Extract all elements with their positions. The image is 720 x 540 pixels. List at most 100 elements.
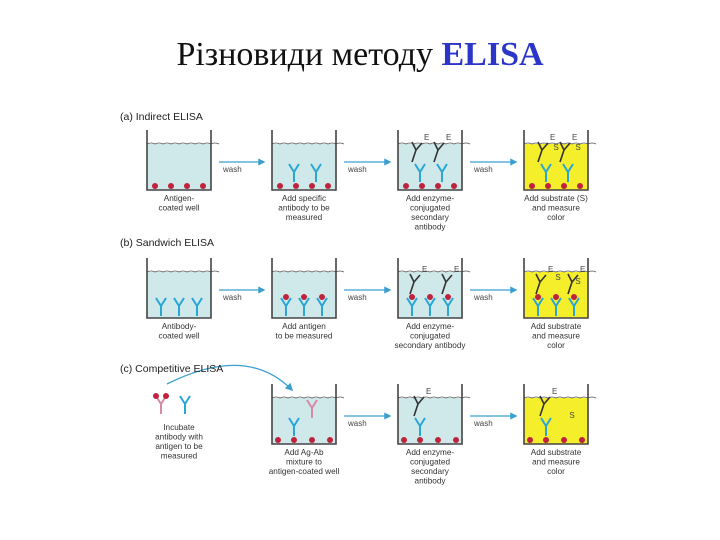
antigen-dot: [579, 437, 585, 443]
antibody: [532, 297, 544, 316]
step-caption: and measure: [532, 458, 580, 467]
antibody: [540, 163, 552, 182]
step-caption: Add specific: [282, 194, 326, 203]
antigen-dot: [571, 294, 577, 300]
step-caption: and measure: [532, 204, 580, 213]
antigen-dot: [152, 183, 158, 189]
well-wall: [146, 130, 212, 191]
enzyme-label: E: [572, 133, 577, 142]
step-caption: antigen to be: [155, 442, 203, 451]
antigen-dot: [553, 294, 559, 300]
step-caption: secondary antibody: [394, 341, 466, 350]
enzyme-label: E: [426, 387, 431, 396]
step-caption: color: [547, 341, 565, 350]
enzyme-conjugated-antibody: E: [539, 387, 557, 417]
title-text: Різновиди методу: [176, 36, 433, 73]
antibody: [310, 163, 322, 182]
wash-label: wash: [347, 419, 367, 428]
step-caption: antibody: [415, 477, 447, 486]
antibody: [306, 399, 318, 418]
antibody: [316, 297, 328, 316]
substrate-label: S: [555, 273, 560, 282]
antibody: [280, 297, 292, 316]
transfer-arrow: [166, 364, 294, 392]
title-accent: ELISA: [441, 36, 544, 73]
well-wall: [523, 130, 589, 191]
antibody: [424, 297, 436, 316]
antigen-dot: [291, 437, 297, 443]
antigen-dot: [168, 183, 174, 189]
enzyme-label: E: [550, 133, 555, 142]
well: [146, 130, 220, 191]
step-caption: antibody with: [155, 433, 203, 442]
antigen-dot: [409, 294, 415, 300]
well-wall: [523, 258, 589, 319]
step-caption: conjugated: [410, 332, 451, 341]
antigen-dot: [435, 437, 441, 443]
antibody: [288, 163, 300, 182]
antigen-dot: [545, 183, 551, 189]
antigen-dot: [543, 437, 549, 443]
antigen-dot: [277, 183, 283, 189]
antigen-dot: [200, 183, 206, 189]
well-liquid: [272, 144, 336, 190]
antigen-dot: [319, 294, 325, 300]
antibody: [191, 297, 203, 316]
antibody: [436, 163, 448, 182]
antigen-dot: [184, 183, 190, 189]
antibody: [568, 297, 580, 316]
step-caption: secondary: [411, 467, 450, 476]
wash-label: wash: [222, 165, 242, 174]
step-caption: coated well: [159, 332, 200, 341]
well: E: [397, 384, 471, 445]
step-caption: Add antigen: [282, 322, 326, 331]
antigen-dot: [451, 183, 457, 189]
antigen-dot: [275, 437, 281, 443]
well-wall: [397, 384, 463, 445]
antigen-dot: [561, 183, 567, 189]
antibody: [288, 417, 300, 436]
enzyme-conjugated-antibody: E: [567, 265, 585, 295]
antigen-dot: [163, 393, 169, 399]
enzyme-label: E: [446, 133, 451, 142]
step-caption: Add enzyme-: [406, 194, 455, 203]
liquid-surface: [271, 270, 345, 273]
liquid-surface: [146, 270, 220, 273]
well-liquid: [398, 144, 462, 190]
free-antibodies: [153, 393, 191, 414]
enzyme-conjugated-antibody: E: [537, 133, 555, 163]
liquid-surface: [271, 396, 345, 399]
step-caption: Antibody-: [162, 322, 197, 331]
step-caption: Add substrate: [531, 448, 582, 457]
antibody: [442, 297, 454, 316]
antigen-dot: [301, 294, 307, 300]
well-wall: [523, 384, 589, 445]
substrate-label: S: [569, 411, 574, 420]
slide-title: Різновиди методу ELISA: [0, 36, 720, 74]
wash-label: wash: [347, 293, 367, 302]
step-caption: antibody: [415, 223, 447, 232]
step-caption: coated well: [159, 204, 200, 213]
wash-label: wash: [347, 165, 367, 174]
panel-title: (a) Indirect ELISA: [120, 111, 203, 123]
enzyme-conjugated-antibody: E: [413, 387, 431, 417]
well-wall: [271, 384, 337, 445]
step-caption: Add Ag-Ab: [284, 448, 324, 457]
antigen-dot: [427, 294, 433, 300]
well: E: [523, 384, 597, 445]
antigen-dot: [401, 437, 407, 443]
antigen-dot: [327, 437, 333, 443]
liquid-surface: [271, 142, 345, 145]
panel-title: (c) Competitive ELISA: [120, 363, 223, 375]
liquid-surface: [397, 396, 471, 399]
antibody: [414, 163, 426, 182]
step-caption: to be measured: [276, 332, 333, 341]
well: [271, 258, 345, 319]
enzyme-conjugated-antibody: E: [535, 265, 553, 295]
antigen-dot: [453, 437, 459, 443]
well-wall: [146, 258, 212, 319]
antigen-dot: [419, 183, 425, 189]
